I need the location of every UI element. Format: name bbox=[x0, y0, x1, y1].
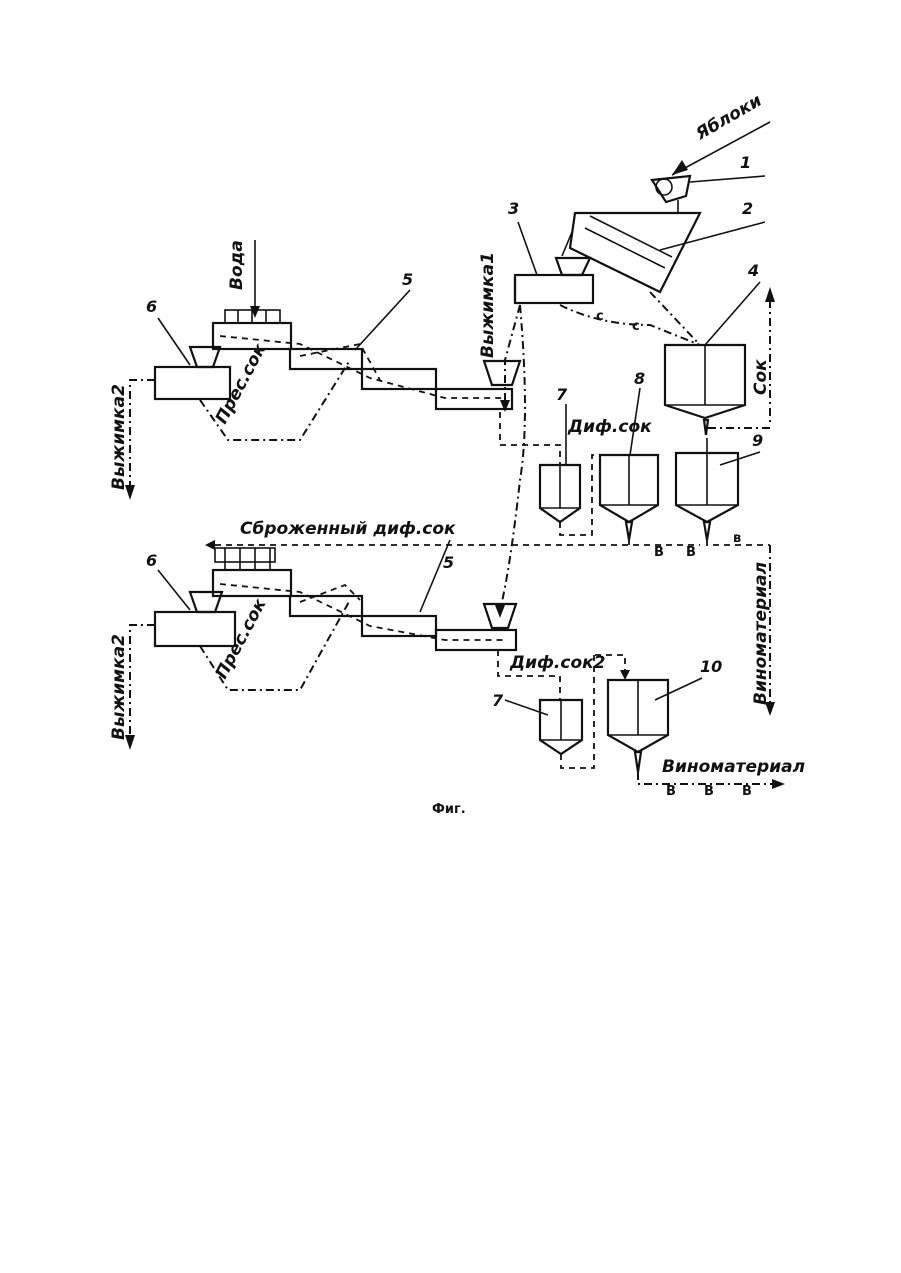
press-6-bottom: 6 Прес.сок bbox=[146, 551, 350, 690]
diff-juice-label: Диф.сок bbox=[567, 417, 652, 437]
tank-9: 9 bbox=[676, 431, 763, 540]
press-3: 3 bbox=[508, 199, 593, 303]
label-7-top: 7 bbox=[556, 385, 568, 404]
svg-text:B: B bbox=[742, 784, 752, 799]
svg-text:B: B bbox=[666, 784, 676, 799]
svg-text:c: c bbox=[596, 309, 604, 324]
diffuser-5-top: 5 Вода bbox=[213, 240, 520, 409]
pomace2-bottom-label: Выжимка2 bbox=[109, 634, 129, 740]
label-4: 4 bbox=[747, 261, 759, 280]
tank-8: 8 bbox=[600, 369, 658, 540]
pomace1-label: Выжимка1 bbox=[478, 252, 498, 358]
label-10: 10 bbox=[700, 657, 722, 676]
wine-material-vertical-label: Виноматериал bbox=[751, 562, 771, 705]
diff-juice2-label: Диф.сок2 bbox=[509, 653, 606, 673]
svg-text:в: в bbox=[733, 531, 741, 546]
wine-material-bottom-label: Виноматериал bbox=[662, 757, 805, 777]
svg-text:B: B bbox=[686, 545, 696, 560]
fermented-diff-juice-label: Сброженный диф.сок bbox=[240, 519, 456, 539]
juice-label: Сок bbox=[751, 359, 771, 395]
press-juice-bottom-label: Прес.сок bbox=[212, 595, 271, 682]
pomace2-bottom: Выжимка2 bbox=[109, 625, 155, 750]
wine-material-bottom: B B B Виноматериал bbox=[638, 757, 805, 799]
label-9: 9 bbox=[752, 431, 763, 450]
svg-text:B: B bbox=[704, 784, 714, 799]
label-8: 8 bbox=[634, 369, 645, 388]
label-6-bottom: 6 bbox=[146, 551, 157, 570]
pomace2-top-label: Выжимка2 bbox=[109, 384, 129, 490]
svg-text:B: B bbox=[654, 545, 664, 560]
label-1: 1 bbox=[740, 153, 751, 172]
label-6-top: 6 bbox=[146, 297, 157, 316]
water-label: Вода bbox=[227, 240, 247, 290]
label-2: 2 bbox=[742, 199, 753, 218]
svg-text:c: c bbox=[632, 319, 640, 334]
tank-4: 4 bbox=[665, 261, 760, 435]
label-7-bottom: 7 bbox=[492, 691, 504, 710]
pomace2-top: Выжимка2 bbox=[109, 380, 155, 500]
apples-label: Яблоки bbox=[692, 91, 766, 145]
label-5-bottom: 5 bbox=[443, 553, 454, 572]
wine-material-vertical: Виноматериал bbox=[751, 545, 775, 716]
press-juice-top-label: Прес.сок bbox=[212, 340, 271, 427]
apples-intake: Яблоки bbox=[672, 91, 770, 175]
diffuser-5-bottom: 5 bbox=[213, 540, 516, 650]
label-3: 3 bbox=[508, 199, 519, 218]
figure-caption: Фиг. bbox=[432, 802, 466, 817]
label-5-top: 5 bbox=[402, 270, 413, 289]
